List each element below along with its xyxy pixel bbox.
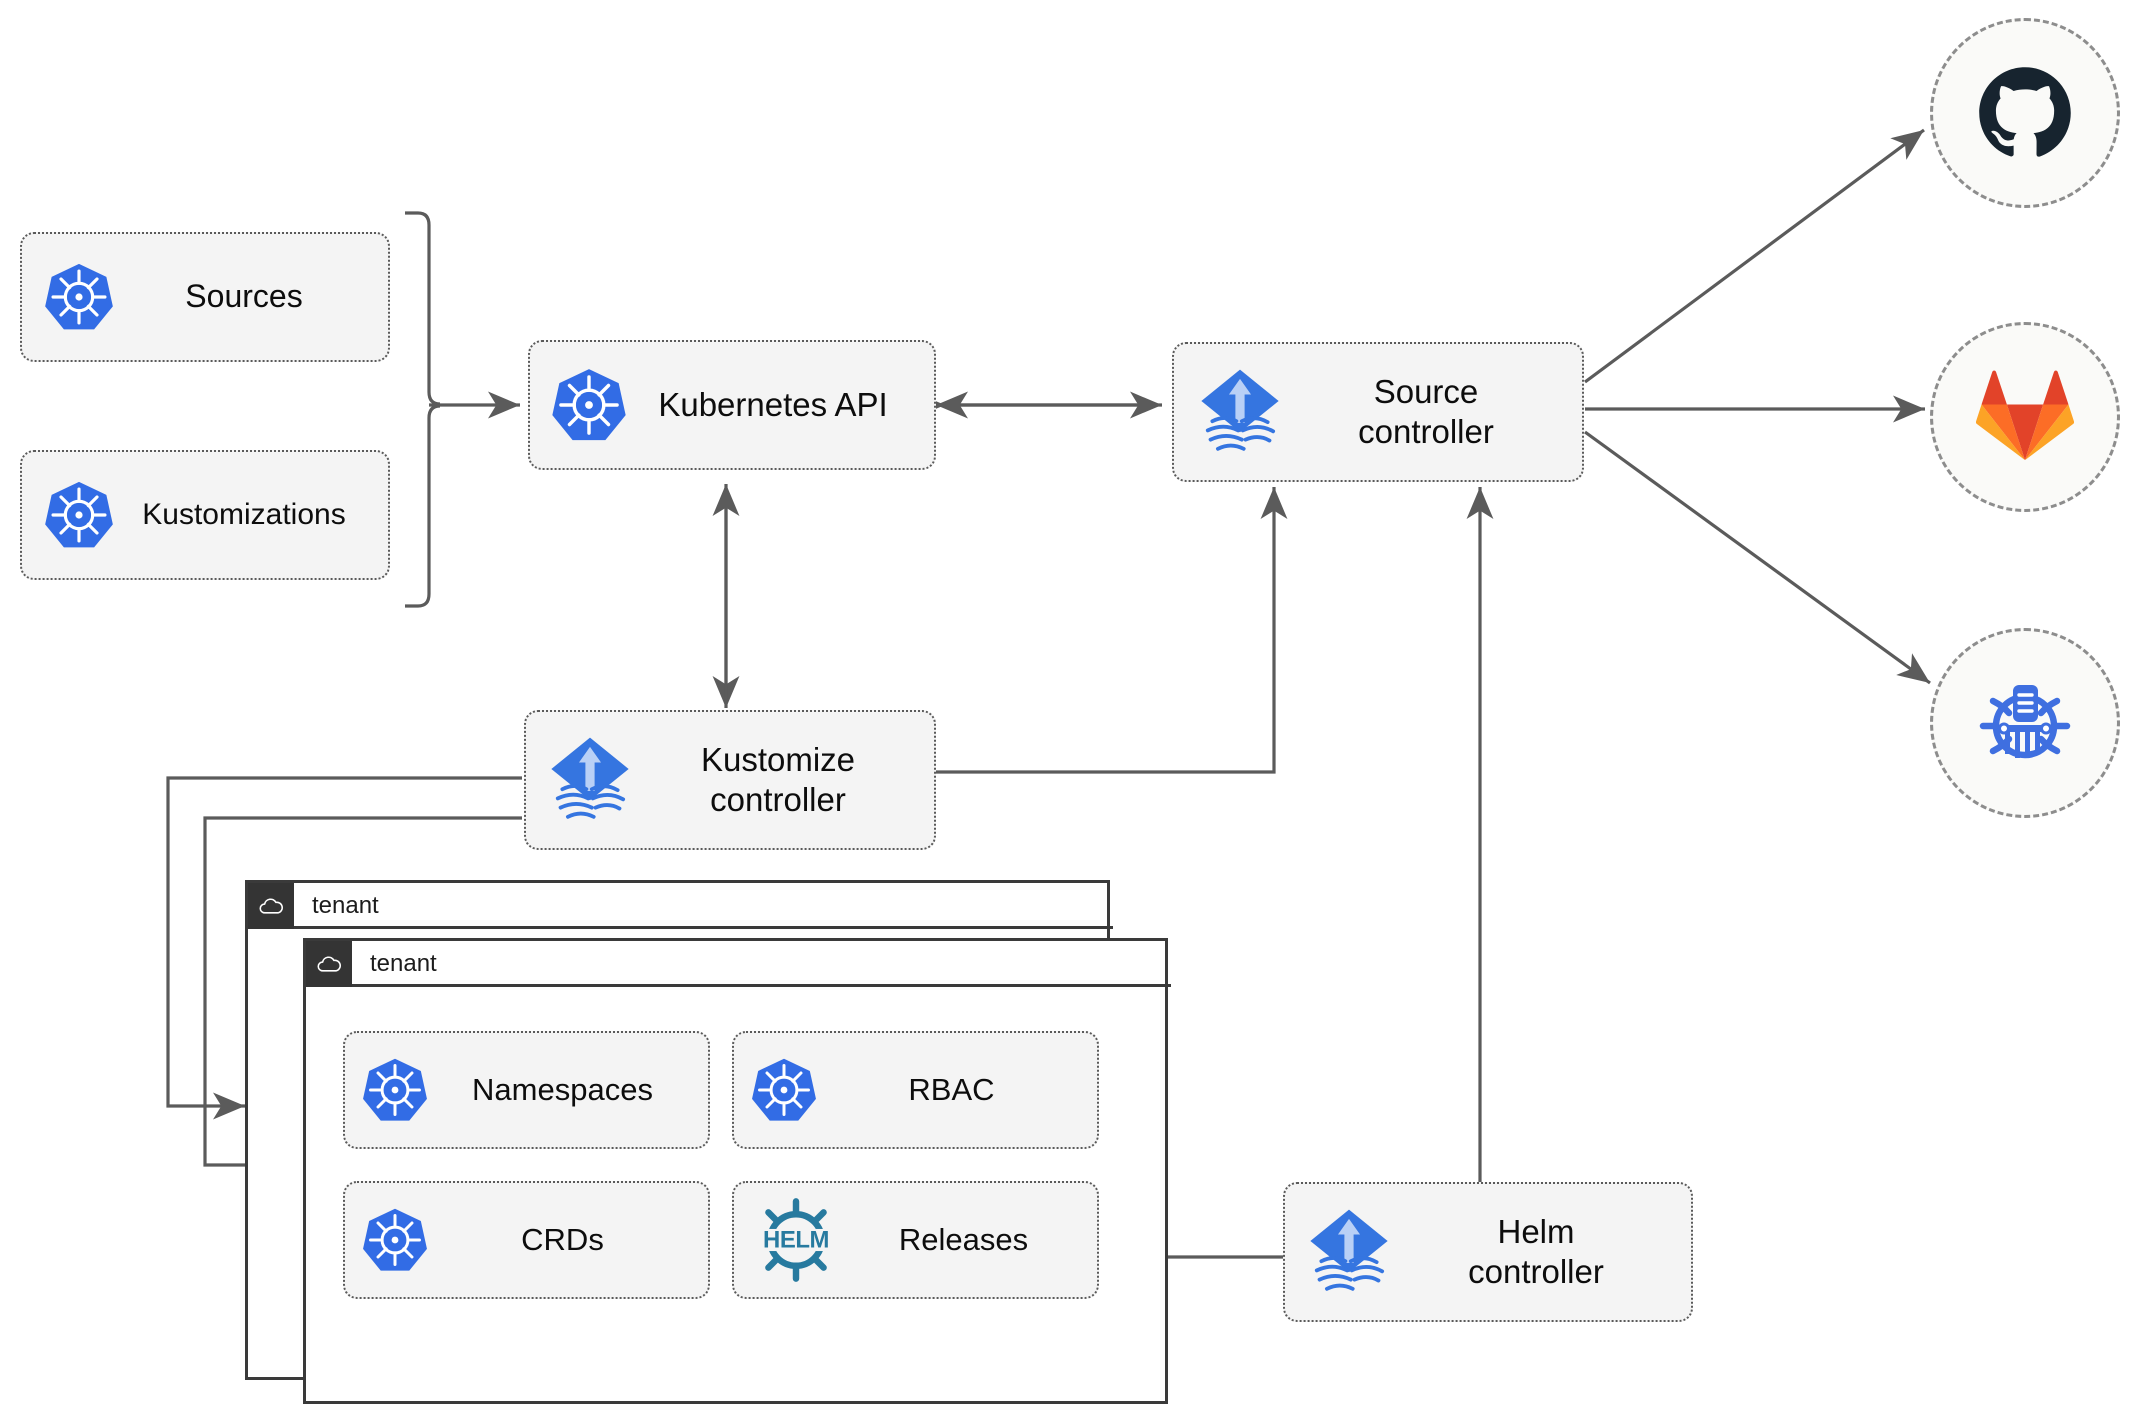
kubernetes-icon [40,258,118,336]
tenant-titlebar: tenant [306,941,1165,987]
tenant-titlebar-divider [352,984,1171,987]
gitlab-icon [1976,370,2074,464]
node-helm-controller[interactable]: Helm controller [1283,1182,1693,1322]
cloud-icon [248,883,294,929]
node-releases[interactable]: HELM Releases [732,1181,1099,1299]
node-crds-label: CRDs [521,1222,604,1258]
kubernetes-icon [359,1054,431,1126]
flux-icon [1301,1202,1397,1302]
cloud-icon [306,941,352,987]
node-kustomizations[interactable]: Kustomizations [20,450,390,580]
github-icon [1973,61,2077,165]
bucket-icon [1975,673,2075,773]
kubernetes-icon [548,364,630,446]
edge-bracket-sources [405,211,441,406]
node-crds[interactable]: CRDs [343,1181,710,1299]
node-source-controller-label: Source controller [1358,372,1494,450]
edge-bracket-kustomizations [405,404,441,608]
edge-source-github [1584,128,1925,384]
tenant-label: tenant [312,892,379,919]
node-helm-controller-label: Helm controller [1468,1212,1604,1290]
kubernetes-icon [748,1054,820,1126]
helm-icon: HELM [748,1192,844,1288]
node-rbac[interactable]: RBAC [732,1031,1099,1149]
flux-icon [1192,362,1288,462]
node-sources-label: Sources [185,278,303,315]
tenant-window-front[interactable]: tenant [303,938,1171,1404]
node-kustomize-controller-label: Kustomize controller [700,740,856,818]
endpoint-bucket[interactable] [1930,628,2120,818]
kubernetes-icon [359,1204,431,1276]
edge-source-bucket [1584,430,1931,685]
tenant-titlebar: tenant [248,883,1107,929]
node-kubernetes-api-label: Kubernetes API [658,385,888,423]
node-kubernetes-api[interactable]: Kubernetes API [528,340,936,470]
node-releases-label: Releases [898,1222,1029,1258]
tenant-titlebar-divider [294,926,1113,929]
node-rbac-label: RBAC [908,1072,995,1108]
endpoint-gitlab[interactable] [1930,322,2120,512]
node-kustomizations-label: Kustomizations [142,497,346,531]
svg-text:HELM: HELM [763,1226,829,1253]
kubernetes-icon [40,476,118,554]
flux-icon [542,730,638,830]
node-sources[interactable]: Sources [20,232,390,362]
node-namespaces-label: Namespaces [472,1072,653,1108]
node-namespaces[interactable]: Namespaces [343,1031,710,1149]
node-kustomize-controller[interactable]: Kustomize controller [524,710,936,850]
edge-kustomize-source [934,487,1288,774]
endpoint-github[interactable] [1930,18,2120,208]
tenant-label: tenant [370,950,437,977]
node-source-controller[interactable]: Source controller [1172,342,1584,482]
